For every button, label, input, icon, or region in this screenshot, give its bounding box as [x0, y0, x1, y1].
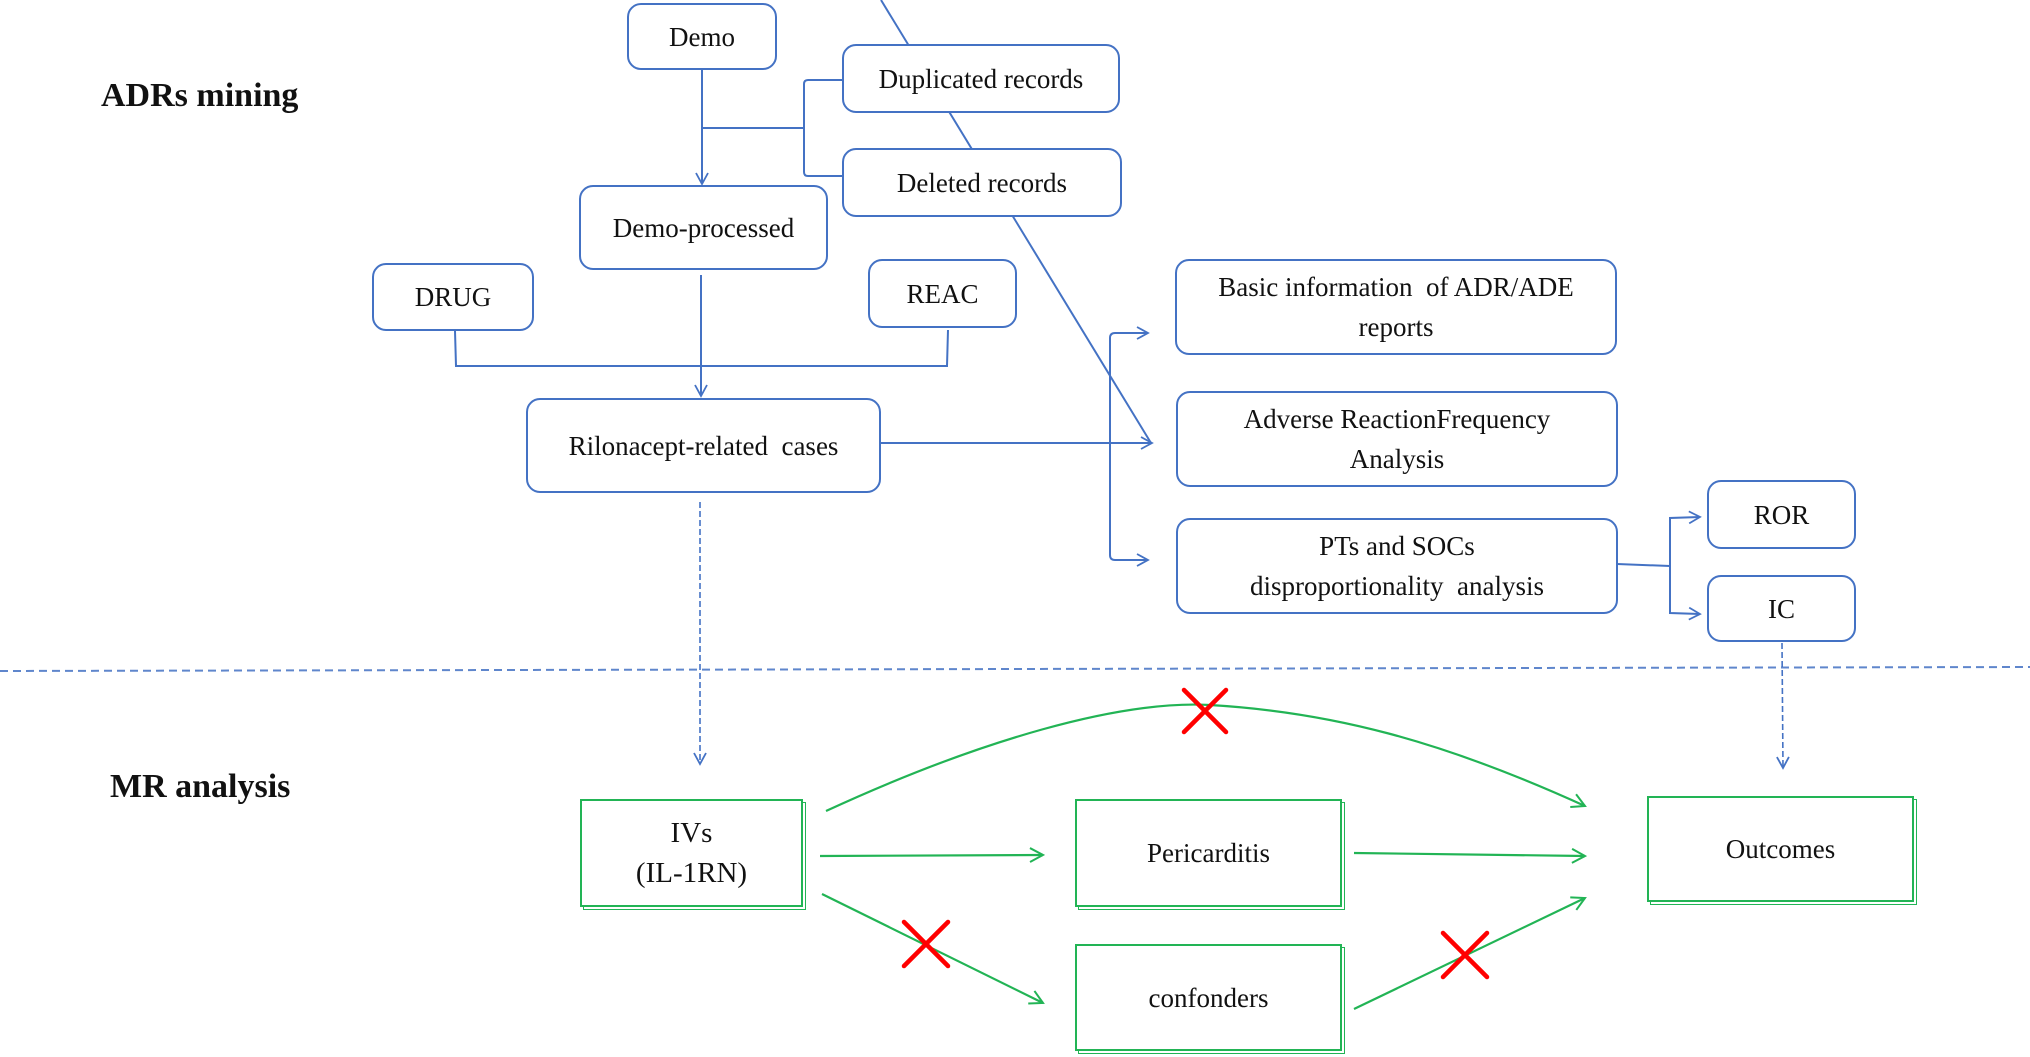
node-pericarditis-label: Pericarditis: [1147, 838, 1270, 868]
edge-ivs-to-pericarditis: [819, 855, 1043, 856]
edge-bracket-removed-records: [803, 79, 842, 177]
section-divider: [0, 666, 2030, 672]
node-demo: Demo: [627, 3, 777, 70]
node-drug-label: DRUG: [414, 282, 492, 312]
node-pts-socs-line2: disproportionality analysis: [1250, 571, 1544, 601]
node-confonders-label: confonders: [1148, 982, 1269, 1013]
node-ror: ROR: [1707, 480, 1856, 549]
node-ic-label: IC: [1768, 593, 1795, 624]
edge-ic-to-outcomes: [1776, 642, 1790, 770]
node-ivs: IVs (IL-1RN): [580, 799, 803, 907]
node-pericarditis: Pericarditis: [1075, 799, 1342, 907]
edge-split-to-ror: [1669, 510, 1702, 566]
node-outcomes: Outcomes: [1647, 796, 1914, 902]
node-ivs-line1: IVs: [670, 817, 713, 849]
node-adverse-reaction-frequency-line1: Adverse ReactionFrequency: [1243, 404, 1551, 434]
node-pts-socs-line1: PTs and SOCs: [1319, 531, 1475, 561]
node-basic-information-line2: reports: [1358, 312, 1434, 342]
node-adverse-reaction-frequency: Adverse ReactionFrequency Analysis: [1176, 391, 1618, 487]
node-ror-label: ROR: [1753, 499, 1810, 530]
node-pts-socs-disproportionality: PTs and SOCs disproportionality analysis: [1176, 518, 1618, 614]
node-ic: IC: [1707, 575, 1856, 642]
node-drug: DRUG: [372, 263, 534, 331]
blocked-x-icon-confonders-outcomes: [1440, 930, 1490, 980]
node-duplicated-records: Duplicated records: [842, 44, 1120, 113]
node-ivs-line2: (IL-1RN): [635, 857, 748, 889]
node-deleted-records-label: Deleted records: [896, 167, 1068, 198]
node-confonders: confonders: [1075, 944, 1342, 1051]
node-deleted-records: Deleted records: [842, 148, 1122, 217]
edge-branch-trunk: [1109, 326, 1150, 443]
edge-branch-lower: [1109, 443, 1150, 567]
node-rilonacept-cases: Rilonacept-related cases: [526, 398, 881, 493]
node-outcomes-label: Outcomes: [1725, 834, 1836, 864]
node-adverse-reaction-frequency-line2: Analysis: [1349, 444, 1445, 474]
edge-split-to-ic: [1669, 566, 1702, 621]
edge-drug-merge: [454, 329, 949, 367]
edge-ivs-to-outcomes-direct: [825, 703, 1585, 812]
node-basic-information: Basic information of ADR/ADE reports: [1175, 259, 1617, 355]
blocked-x-icon-direct: [1181, 687, 1229, 735]
blocked-x-icon-ivs-confonders: [901, 919, 951, 969]
node-duplicated-records-label: Duplicated records: [878, 63, 1084, 94]
edge-pts-to-split: [1616, 563, 1671, 567]
node-reac-label: REAC: [906, 278, 979, 309]
section-label-adrs-mining: ADRs mining: [101, 77, 299, 114]
section-label-mr-analysis: MR analysis: [110, 768, 291, 805]
node-demo-processed-label: Demo-processed: [612, 212, 795, 243]
node-rilonacept-cases-label: Rilonacept-related cases: [568, 430, 839, 461]
node-demo-processed: Demo-processed: [579, 185, 828, 270]
edge-pericarditis-to-outcomes: [1353, 853, 1585, 856]
node-reac: REAC: [868, 259, 1017, 328]
node-basic-information-line1: Basic information of ADR/ADE: [1218, 272, 1574, 302]
node-demo-label: Demo: [669, 21, 735, 52]
